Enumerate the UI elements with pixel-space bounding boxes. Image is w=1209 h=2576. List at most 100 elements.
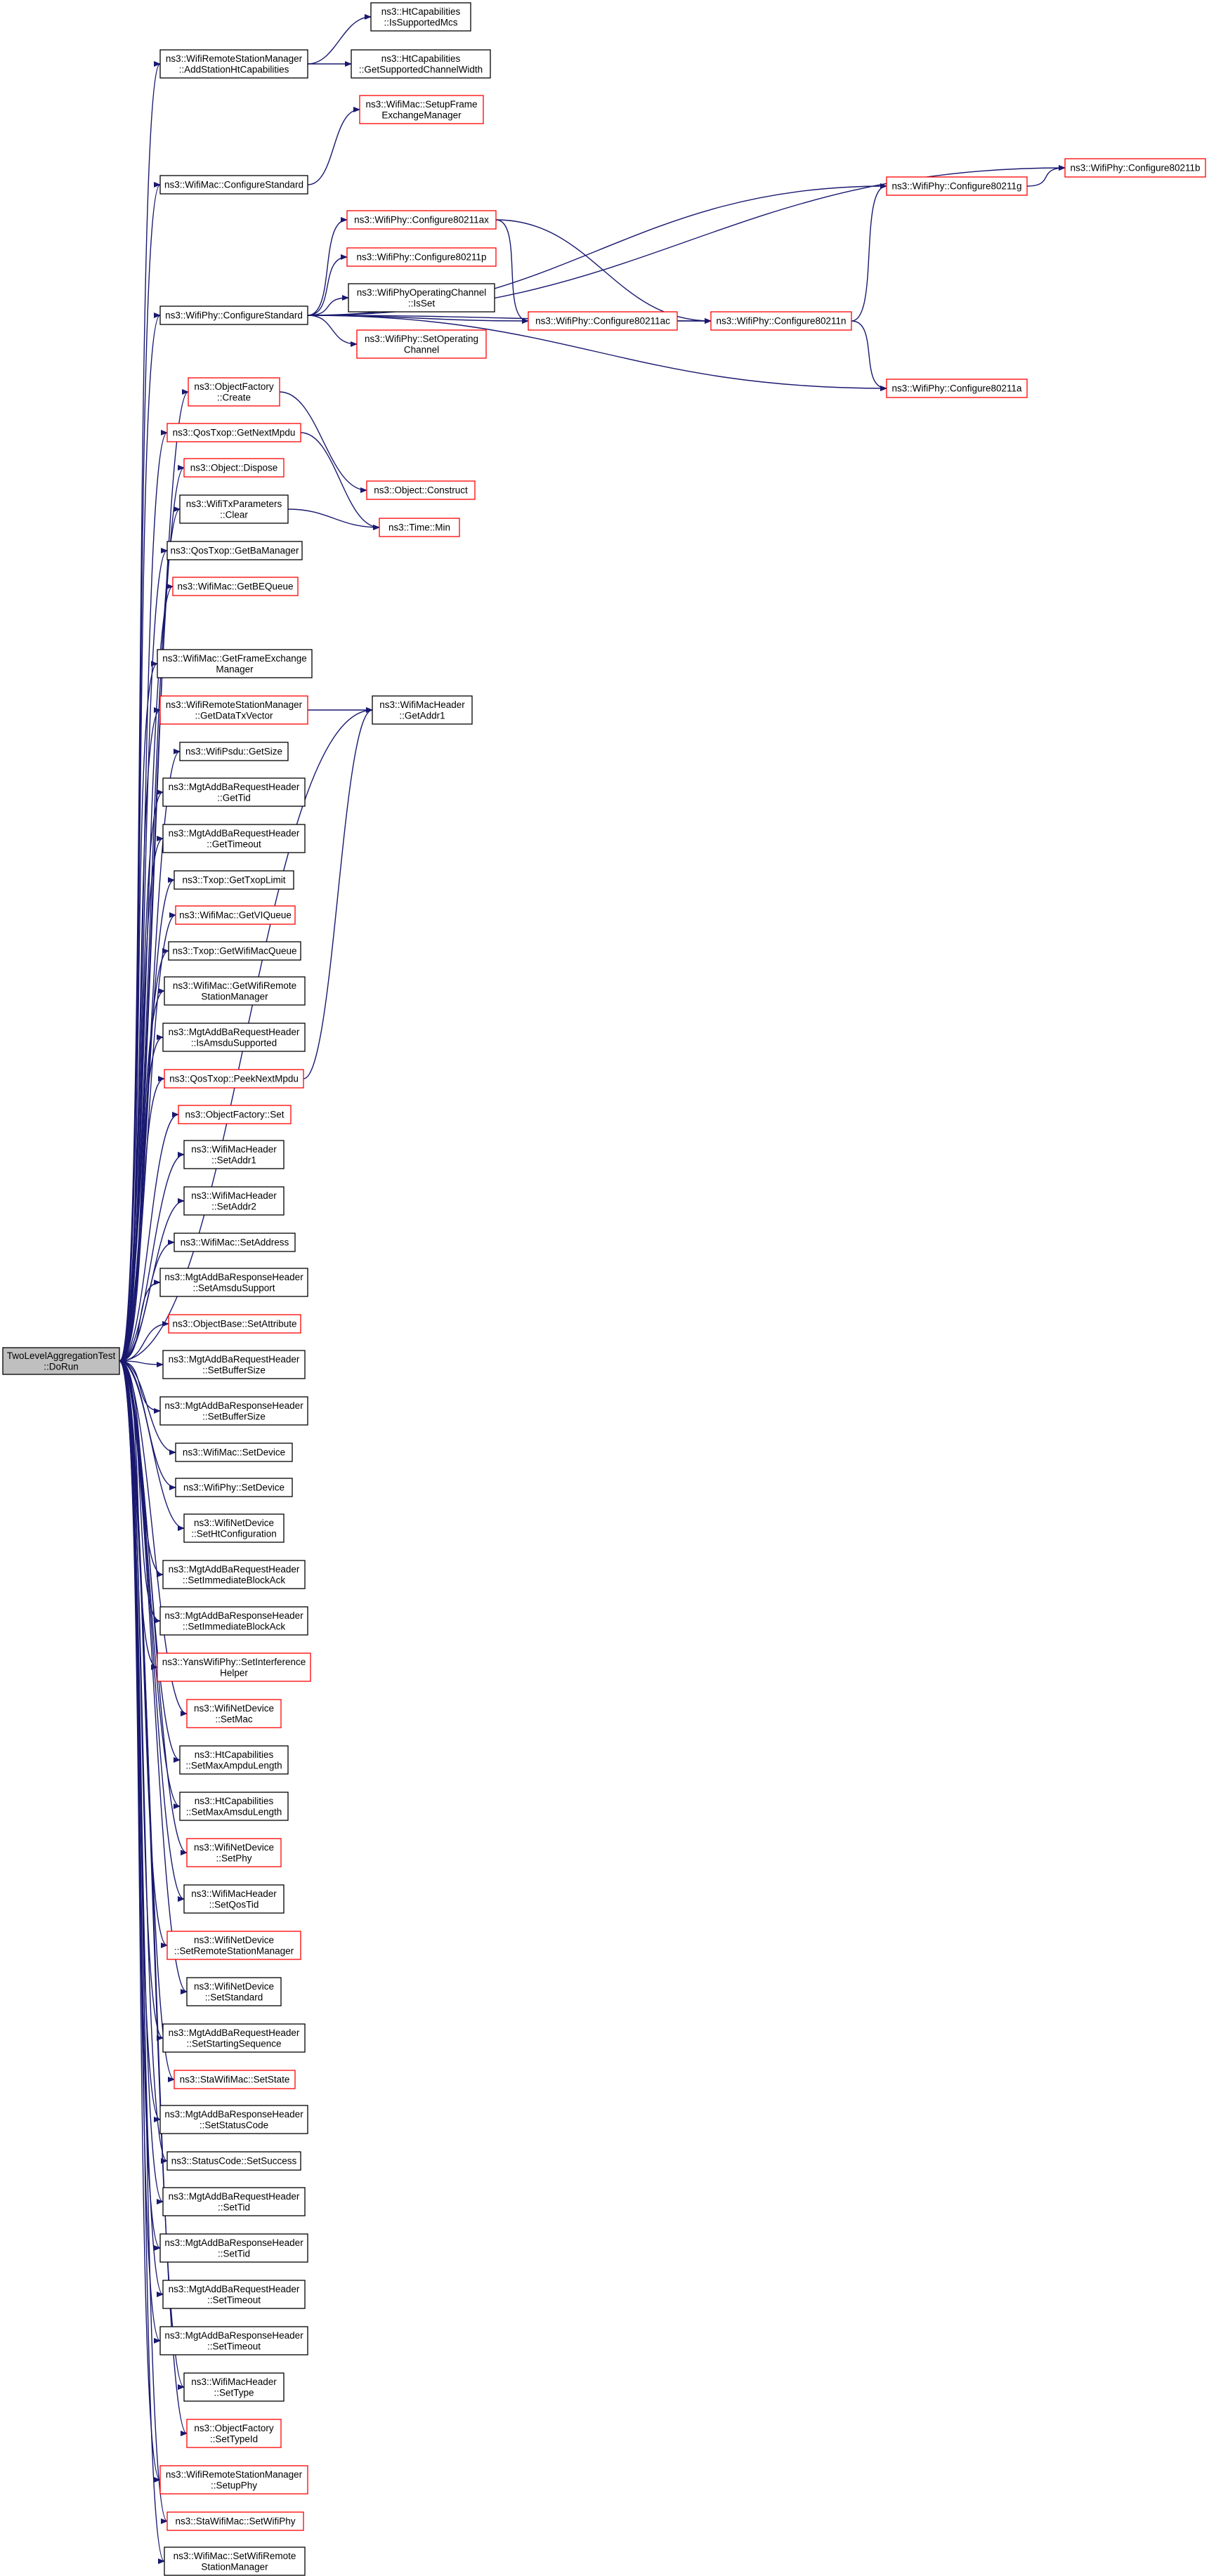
- node-box: [186, 1977, 282, 2006]
- node-ht-getsupportedcw[interactable]: ns3::HtCapabilities::GetSupportedChannel…: [351, 49, 491, 79]
- node-label-line: ns3::MgtAddBaResponseHeader: [164, 1400, 303, 1411]
- node-addbaresp-setbuffersize[interactable]: ns3::MgtAddBaResponseHeader::SetBufferSi…: [159, 1396, 308, 1426]
- node-macheader-setaddr2[interactable]: ns3::WifiMacHeader::SetAddr2: [183, 1186, 285, 1216]
- node-qostxop-getbamanager[interactable]: ns3::QosTxop::GetBaManager: [166, 541, 303, 560]
- node-rsm-addstationht[interactable]: ns3::WifiRemoteStationManager::AddStatio…: [159, 49, 308, 79]
- node-ht-setmaxampdulength[interactable]: ns3::HtCapabilities::SetMaxAmpduLength: [179, 1745, 289, 1775]
- node-label-line: ns3::WifiPhy::SetDevice: [183, 1483, 285, 1493]
- node-label-line: ::SetStartingSequence: [186, 2038, 281, 2049]
- node-objectfactory-set[interactable]: ns3::ObjectFactory::Set: [178, 1105, 292, 1124]
- node-ht-issupportedmcs[interactable]: ns3::HtCapabilities::IsSupportedMcs: [370, 2, 471, 32]
- node-txop-gettxoplimit[interactable]: ns3::Txop::GetTxopLimit: [174, 870, 294, 890]
- node-addbareq-settid[interactable]: ns3::MgtAddBaRequestHeader::SetTid: [162, 2187, 306, 2216]
- node-object-construct[interactable]: ns3::Object::Construct: [366, 480, 476, 500]
- node-netdevice-setstandard[interactable]: ns3::WifiNetDevice::SetStandard: [186, 1977, 282, 2006]
- node-addbareq-isamsdusupported[interactable]: ns3::MgtAddBaRequestHeader::IsAmsduSuppo…: [162, 1023, 306, 1052]
- node-objectfactory-create[interactable]: ns3::ObjectFactory::Create: [188, 377, 280, 407]
- node-addbareq-setbuffersize[interactable]: ns3::MgtAddBaRequestHeader::SetBufferSiz…: [162, 1350, 306, 1379]
- node-addbaresp-setamsdusupport[interactable]: ns3::MgtAddBaResponseHeader::SetAmsduSup…: [159, 1268, 308, 1297]
- node-phy-configure80211n[interactable]: ns3::WifiPhy::Configure80211n: [710, 311, 852, 331]
- node-time-min[interactable]: ns3::Time::Min: [379, 518, 460, 537]
- node-macheader-settype[interactable]: ns3::WifiMacHeader::SetType: [183, 2372, 285, 2402]
- node-phy-configurestandard[interactable]: ns3::WifiPhy::ConfigureStandard: [159, 305, 308, 325]
- edge-root-to-objectfactory-set: [119, 1112, 179, 1362]
- node-box: [366, 480, 476, 500]
- edge-root-to-phy-configurestandard: [119, 313, 161, 1362]
- node-mac-setaddress[interactable]: ns3::WifiMac::SetAddress: [174, 1233, 296, 1252]
- node-phy-configure80211ac[interactable]: ns3::WifiPhy::Configure80211ac: [528, 311, 678, 331]
- node-mac-getbequeue[interactable]: ns3::WifiMac::GetBEQueue: [172, 577, 299, 596]
- edge-phy-configure80211n-to-phy-configure80211g: [851, 183, 887, 322]
- node-mac-setdevice[interactable]: ns3::WifiMac::SetDevice: [175, 1443, 293, 1462]
- edge-phy-configure80211ax-to-phy-configure80211n: [495, 219, 712, 324]
- node-txparams-clear[interactable]: ns3::WifiTxParameters::Clear: [179, 494, 289, 524]
- node-box: [1064, 158, 1206, 178]
- node-rsm-setupphy[interactable]: ns3::WifiRemoteStationManager::SetupPhy: [159, 2465, 308, 2495]
- node-label-line: ::SetRemoteStationManager: [174, 1945, 294, 1956]
- node-box: [188, 377, 280, 407]
- node-netdevice-setrsm[interactable]: ns3::WifiNetDevice::SetRemoteStationMana…: [166, 1931, 301, 1960]
- node-addbareq-setstartingsequence[interactable]: ns3::MgtAddBaRequestHeader::SetStartingS…: [162, 2023, 306, 2053]
- node-phy-configure80211b[interactable]: ns3::WifiPhy::Configure80211b: [1064, 158, 1206, 178]
- node-label-line: ::SetBufferSize: [202, 1411, 266, 1421]
- node-phy-configure80211p[interactable]: ns3::WifiPhy::Configure80211p: [346, 247, 497, 267]
- node-label-line: TwoLevelAggregationTest: [7, 1351, 116, 1361]
- node-object-dispose[interactable]: ns3::Object::Dispose: [183, 458, 285, 478]
- node-netdevice-setphy[interactable]: ns3::WifiNetDevice::SetPhy: [186, 1838, 282, 1867]
- edge-root-to-macheader-settype: [119, 1360, 185, 2390]
- node-netdevice-sethtconfig[interactable]: ns3::WifiNetDevice::SetHtConfiguration: [183, 1513, 285, 1543]
- node-mac-setrsm[interactable]: ns3::WifiMac::SetWifiRemoteStationManage…: [164, 2547, 306, 2576]
- node-box: [710, 311, 852, 331]
- edge-phy-configurestandard-to-phy-configure80211a: [307, 315, 887, 391]
- node-box: [175, 905, 296, 925]
- node-ht-setmaxamsdulength[interactable]: ns3::HtCapabilities::SetMaxAmsduLength: [179, 1792, 289, 1821]
- node-rsm-getdatatxvector[interactable]: ns3::WifiRemoteStationManager::GetDataTx…: [159, 695, 308, 725]
- node-stamac-setwifiphy[interactable]: ns3::StaWifiMac::SetWifiPhy: [166, 2511, 304, 2531]
- node-addbareq-settimeout[interactable]: ns3::MgtAddBaRequestHeader::SetTimeout: [162, 2280, 306, 2309]
- node-stamac-setstate[interactable]: ns3::StaWifiMac::SetState: [174, 2070, 296, 2089]
- node-label-line: ns3::WifiPhy::Configure80211p: [356, 252, 486, 263]
- node-box: [164, 1069, 304, 1089]
- node-macheader-setqostid[interactable]: ns3::WifiMacHeader::SetQosTid: [183, 1884, 285, 1914]
- node-phy-opchannel-isset[interactable]: ns3::WifiPhyOperatingChannel::IsSet: [348, 283, 495, 313]
- edge-phy-configure80211g-to-phy-configure80211b: [1026, 165, 1066, 187]
- node-label-line: ::SetImmediateBlockAck: [183, 1575, 286, 1585]
- node-box: [346, 247, 497, 267]
- node-addbaresp-setimmediateblockack[interactable]: ns3::MgtAddBaResponseHeader::SetImmediat…: [159, 1606, 308, 1636]
- node-psdu-getsize[interactable]: ns3::WifiPsdu::GetSize: [179, 742, 289, 761]
- node-objectfactory-settypeid[interactable]: ns3::ObjectFactory::SetTypeId: [186, 2419, 282, 2448]
- node-txop-getwifimacqueue[interactable]: ns3::Txop::GetWifiMacQueue: [168, 941, 301, 961]
- node-addbareq-gettimeout[interactable]: ns3::MgtAddBaRequestHeader::GetTimeout: [162, 824, 306, 853]
- node-phy-setdevice[interactable]: ns3::WifiPhy::SetDevice: [175, 1478, 293, 1497]
- node-objectbase-setattribute[interactable]: ns3::ObjectBase::SetAttribute: [168, 1314, 301, 1334]
- node-label-line: ns3::WifiPhy::ConfigureStandard: [165, 310, 303, 321]
- node-mac-getrsm[interactable]: ns3::WifiMac::GetWifiRemoteStationManage…: [164, 976, 306, 1006]
- node-phy-configure80211a[interactable]: ns3::WifiPhy::Configure80211a: [886, 379, 1028, 398]
- node-phy-configure80211g[interactable]: ns3::WifiPhy::Configure80211g: [886, 176, 1028, 196]
- edge-phy-configure80211ax-to-phy-configure80211ac: [495, 219, 529, 324]
- node-addbaresp-settid[interactable]: ns3::MgtAddBaResponseHeader::SetTid: [159, 2233, 308, 2263]
- node-label-line: ns3::MgtAddBaResponseHeader: [164, 1610, 303, 1621]
- node-phy-configure80211ax[interactable]: ns3::WifiPhy::Configure80211ax: [346, 210, 497, 230]
- node-addbareq-gettid[interactable]: ns3::MgtAddBaRequestHeader::GetTid: [162, 777, 306, 807]
- node-label-line: ns3::MgtAddBaResponseHeader: [164, 2330, 303, 2341]
- node-mac-configurestandard[interactable]: ns3::WifiMac::ConfigureStandard: [159, 175, 308, 195]
- node-macheader-setaddr1[interactable]: ns3::WifiMacHeader::SetAddr1: [183, 1140, 285, 1169]
- node-box: [178, 1105, 292, 1124]
- node-addbareq-setimmediateblockack[interactable]: ns3::MgtAddBaRequestHeader::SetImmediate…: [162, 1560, 306, 1589]
- node-label-line: ns3::Time::Min: [388, 523, 450, 533]
- node-qostxop-peeknextmpdu[interactable]: ns3::QosTxop::PeekNextMpdu: [164, 1069, 304, 1089]
- node-statuscode-setsuccess[interactable]: ns3::StatusCode::SetSuccess: [166, 2151, 301, 2171]
- node-label-line: ::GetTimeout: [207, 839, 261, 849]
- node-netdevice-setmac[interactable]: ns3::WifiNetDevice::SetMac: [186, 1699, 282, 1728]
- node-macheader-getaddr1[interactable]: ns3::WifiMacHeader::GetAddr1: [372, 695, 473, 725]
- node-qostxop-getnextmpdu[interactable]: ns3::QosTxop::GetNextMpdu: [166, 423, 301, 442]
- node-addbaresp-settimeout[interactable]: ns3::MgtAddBaResponseHeader::SetTimeout: [159, 2326, 308, 2355]
- node-label-line: ::SetType: [214, 2387, 254, 2398]
- node-mac-getviqueue[interactable]: ns3::WifiMac::GetVIQueue: [175, 905, 296, 925]
- node-addbaresp-setstatuscode[interactable]: ns3::MgtAddBaResponseHeader::SetStatusCo…: [159, 2105, 308, 2134]
